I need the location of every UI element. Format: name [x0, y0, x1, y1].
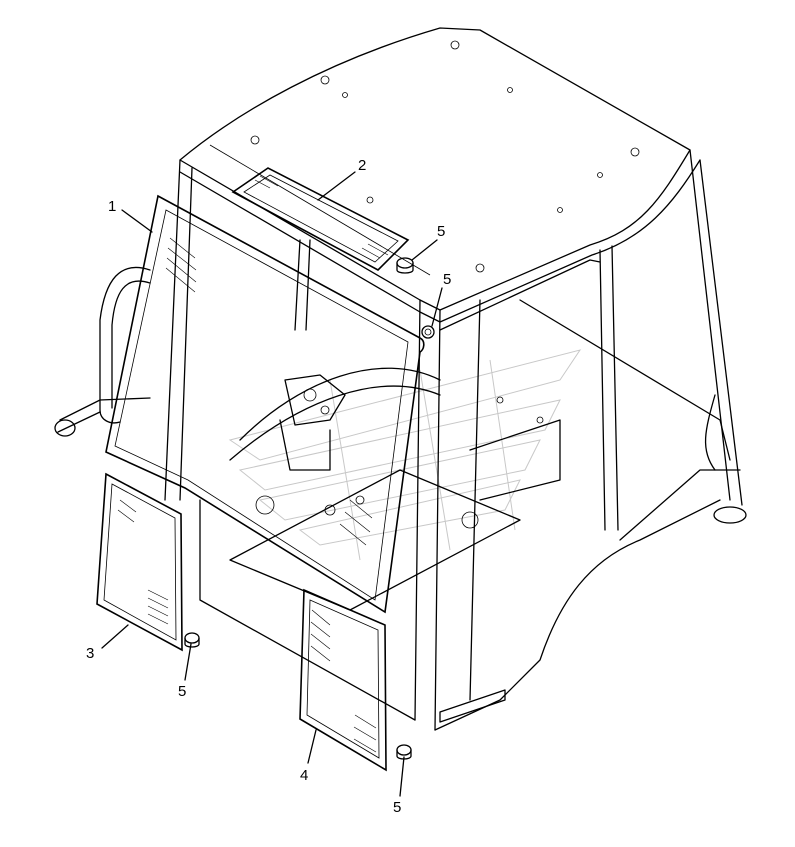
part-3-lower-panel [96, 472, 183, 652]
leader-4 [307, 729, 317, 764]
callout-labels: 1 2 3 4 5 5 5 5 [86, 157, 451, 816]
leader-1 [121, 209, 153, 233]
callout-2: 2 [358, 157, 366, 174]
cab-roof [179, 27, 701, 323]
callout-5-right: 5 [393, 799, 401, 816]
grommet-roof [396, 257, 414, 274]
grommet-pillar [421, 325, 435, 339]
callout-4: 4 [300, 767, 308, 784]
callout-3: 3 [86, 645, 94, 662]
part-3-hatching [117, 499, 169, 625]
leader-2 [317, 171, 356, 201]
part-2-hatching [254, 175, 389, 259]
part-1-windscreen [105, 194, 425, 614]
callout-5-roof: 5 [437, 223, 445, 240]
leader-5c [184, 643, 192, 681]
cab-frame [164, 149, 747, 731]
callout-5-left: 5 [178, 683, 186, 700]
callout-1: 1 [108, 198, 116, 215]
callout-5-pillar: 5 [443, 271, 451, 288]
watermark-logo [228, 349, 582, 561]
part-4-lower-panel [299, 588, 387, 772]
leader-5a [411, 239, 438, 261]
part-1-hatching [165, 237, 373, 546]
leader-5b [431, 287, 443, 327]
grab-handle [54, 266, 151, 437]
leader-3 [101, 624, 129, 649]
control-console [279, 374, 346, 471]
leader-lines [101, 171, 443, 797]
part-2-upper-window [231, 167, 410, 271]
leader-5d [399, 756, 405, 797]
part-4-hatching [310, 609, 377, 753]
grommet-left [184, 632, 200, 648]
